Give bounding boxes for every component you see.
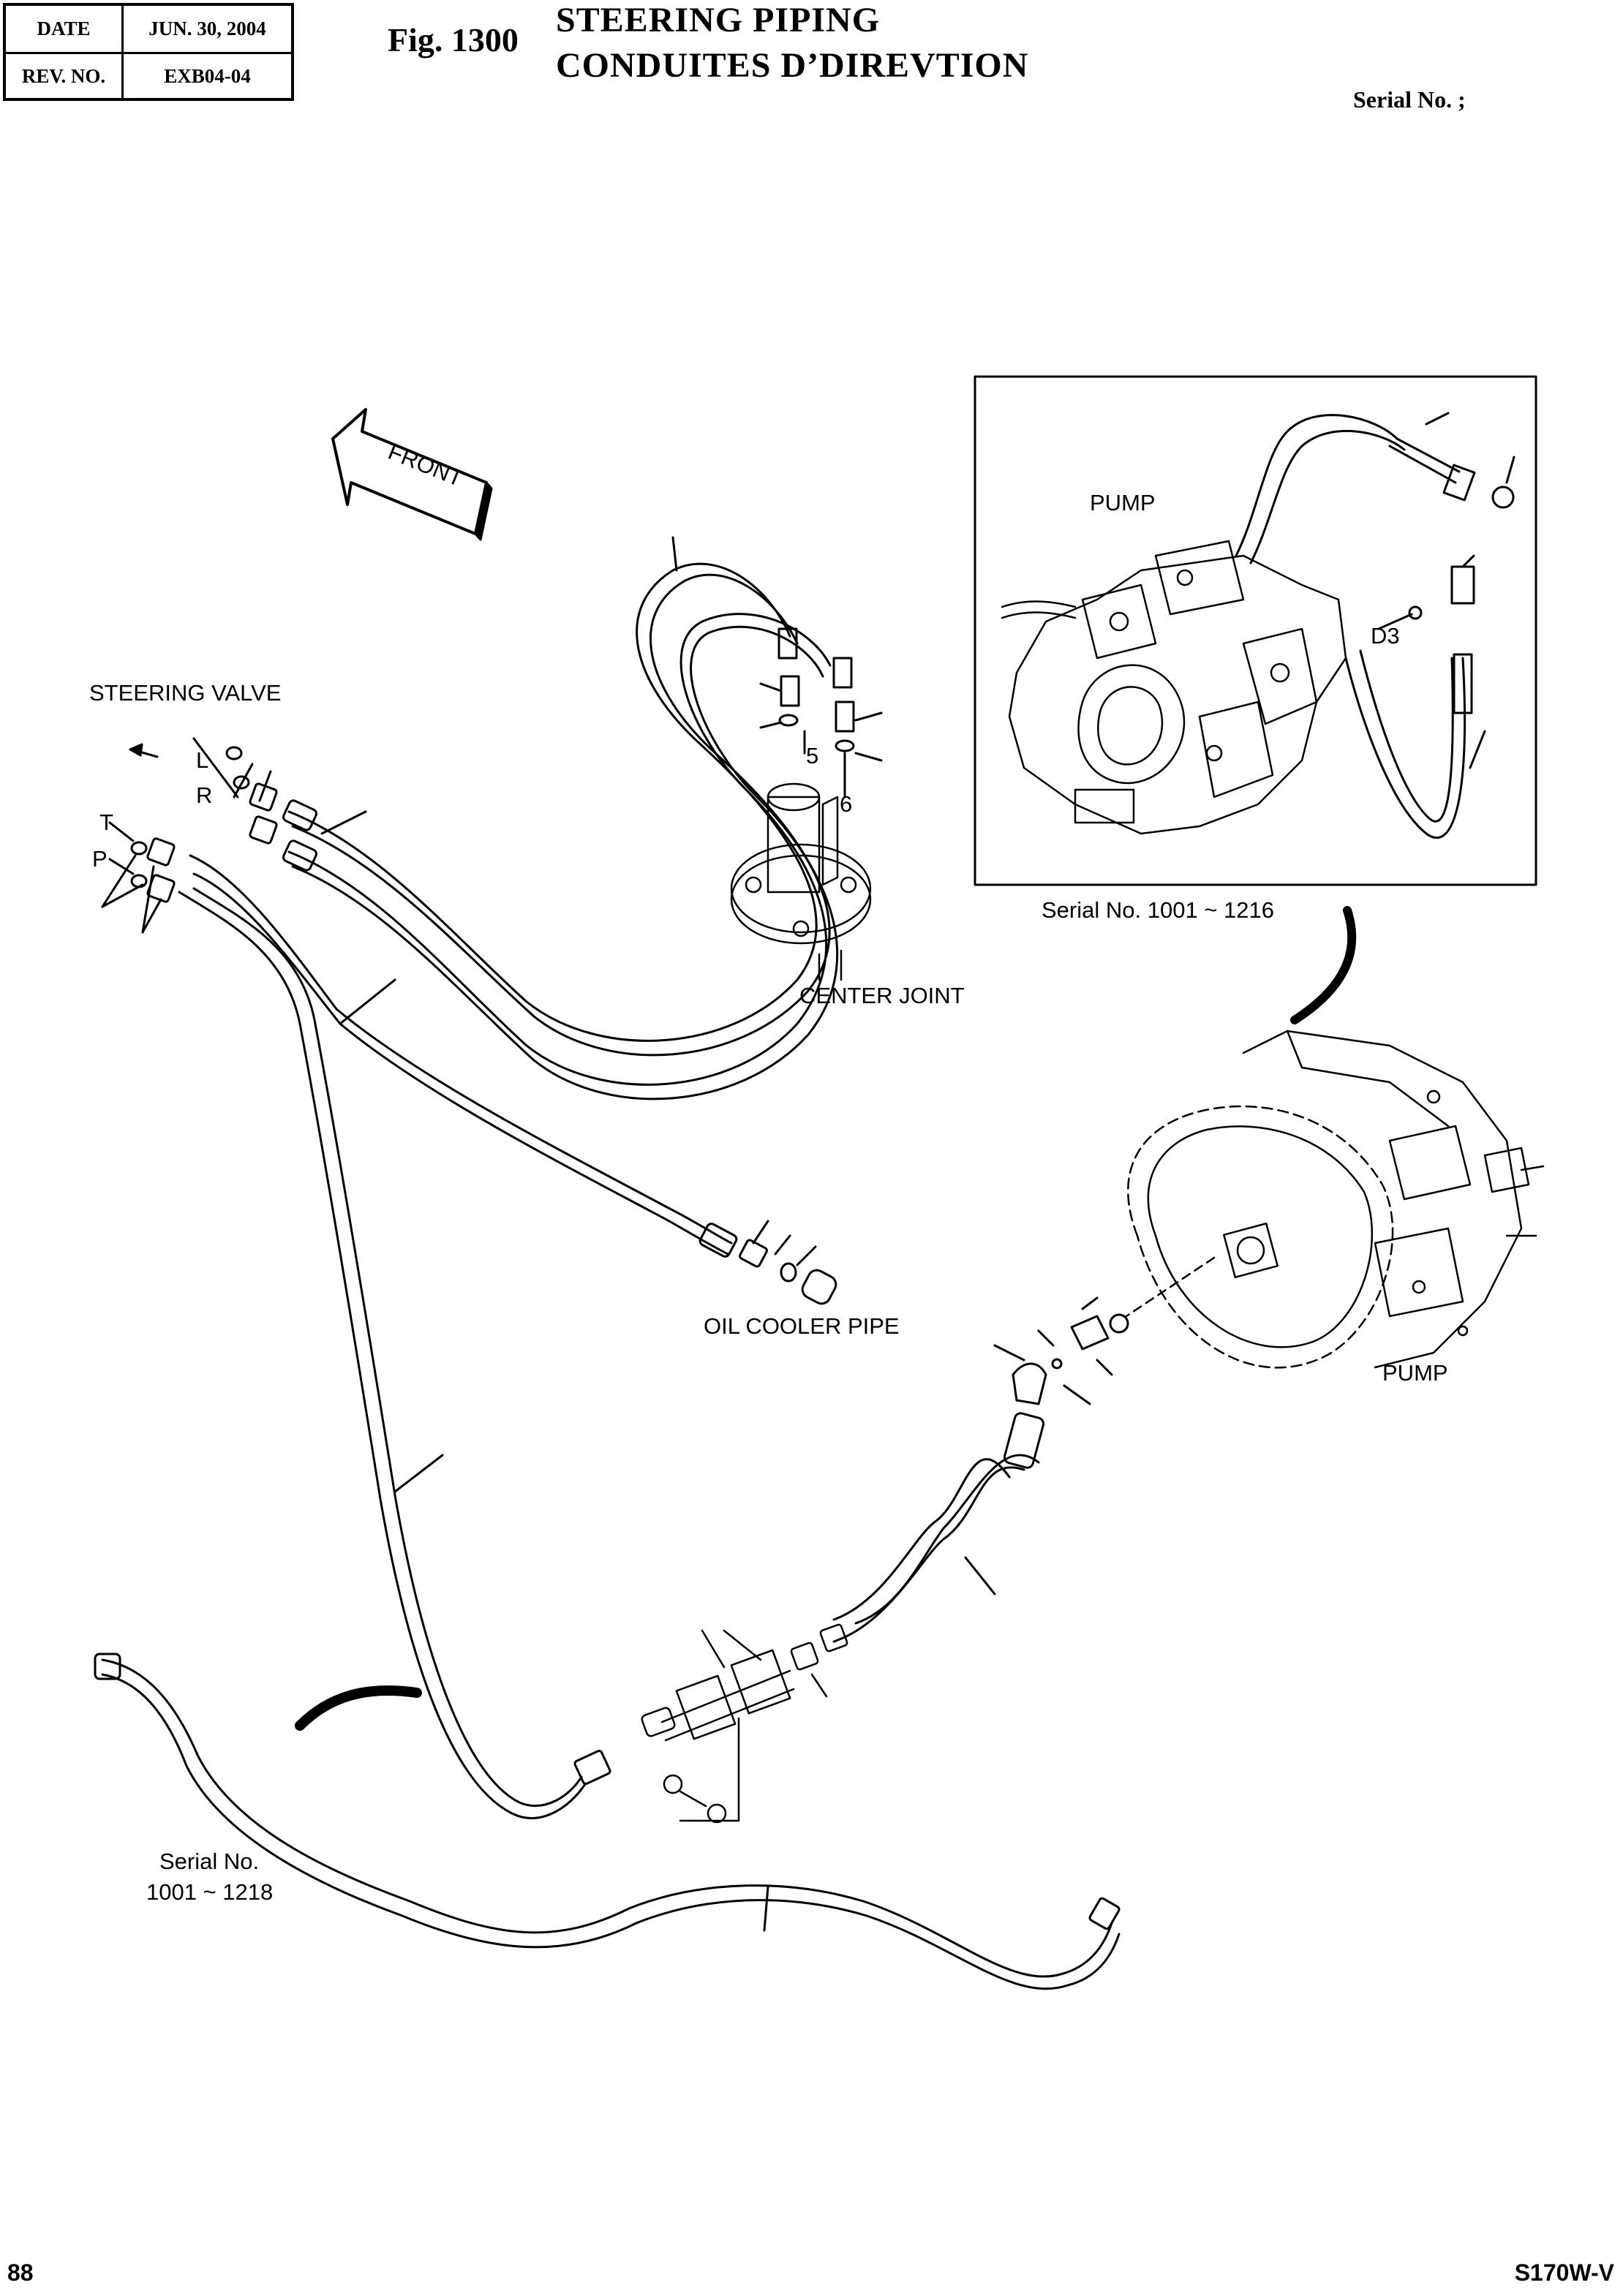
steering-valve-fittings xyxy=(101,737,278,934)
port-p-label: P xyxy=(92,846,108,872)
port-t-label: T xyxy=(99,809,113,835)
inset-pump-label: PUMP xyxy=(1090,490,1156,516)
header-table: DATE JUN. 30, 2004 REV. NO. EXB04-04 xyxy=(3,3,294,101)
steering-valve-label: STEERING VALVE xyxy=(89,680,281,706)
item-5-label: 5 xyxy=(806,743,818,769)
serial-number-header: Serial No. ; xyxy=(1353,86,1466,113)
hose-l-r-to-center-joint xyxy=(282,536,839,1100)
page-number: 88 xyxy=(7,2259,34,2286)
center-joint-label: CENTER JOINT xyxy=(799,983,965,1008)
port-l-label: L xyxy=(196,747,208,773)
d3-label: D3 xyxy=(1371,623,1400,649)
inset-serial-label: Serial No. 1001 ~ 1216 xyxy=(1042,897,1274,923)
lower-serial-label-line2: 1001 ~ 1218 xyxy=(146,1879,273,1905)
date-label: DATE xyxy=(6,6,124,52)
item-6-label: 6 xyxy=(840,791,852,817)
oil-cooler-pipe-label: OIL COOLER PIPE xyxy=(704,1313,900,1339)
center-joint-fittings xyxy=(759,627,883,798)
pressure-hose xyxy=(178,887,611,1819)
port-r-label: R xyxy=(196,782,212,808)
title-english: STEERING PIPING xyxy=(556,1,881,39)
front-label: FRONT xyxy=(385,439,467,491)
lower-serial-label-line1: Serial No. xyxy=(159,1848,259,1874)
rev-label: REV. NO. xyxy=(6,53,124,99)
title-french: CONDUITES D’DIREVTION xyxy=(556,46,1029,85)
lower-serial-hose xyxy=(94,1653,1121,1990)
inset-hoses xyxy=(1235,412,1515,839)
inset-leader-arrow xyxy=(1290,906,1357,1024)
date-value: JUN. 30, 2004 xyxy=(148,18,266,39)
date-row: DATE JUN. 30, 2004 xyxy=(6,6,291,54)
inset-frame xyxy=(974,375,1537,886)
main-pump-label: PUMP xyxy=(1382,1360,1448,1386)
main-pump xyxy=(1125,1030,1545,1369)
oil-cooler-hose xyxy=(189,854,837,1305)
junction-block xyxy=(641,1623,848,1824)
lower-leader-arrow xyxy=(295,1685,422,1731)
rev-value: EXB04-04 xyxy=(164,65,251,87)
front-arrow xyxy=(331,408,493,541)
center-joint xyxy=(730,782,872,981)
figure-number: Fig. 1300 xyxy=(388,21,519,58)
inset-pump xyxy=(1001,540,1347,835)
model-number: S170W-V xyxy=(1514,2259,1614,2286)
rev-row: REV. NO. EXB04-04 xyxy=(6,53,291,99)
pump-hose xyxy=(832,1296,1129,1643)
